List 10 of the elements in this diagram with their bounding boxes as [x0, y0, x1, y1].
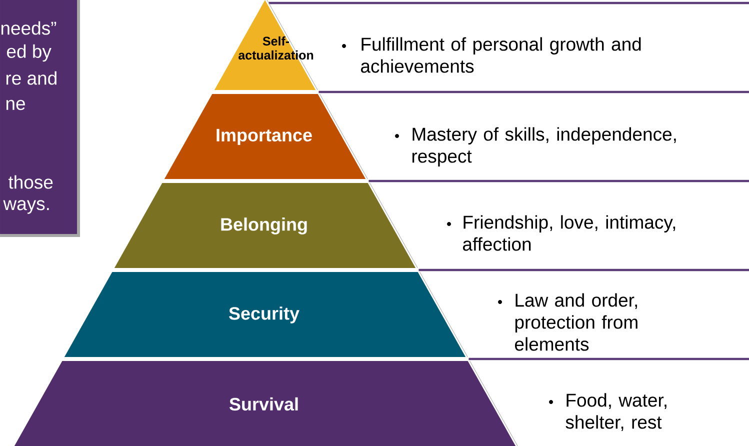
pyramid-band: Belonging: [114, 182, 418, 268]
bullet-item: Friendship, love, intimacy, affection: [447, 215, 676, 251]
bullet-item: Fulfillment of personal growth and achievements: [342, 37, 641, 73]
pyramid-band: Security: [64, 272, 468, 358]
pyramid-band: Importance: [164, 94, 368, 180]
bullet-item: Food, water, shelter, rest: [549, 393, 666, 431]
pyramid-band: Survival: [14, 360, 518, 446]
text-box: needs” ed by re and ne those ways.: [0, 0, 80, 237]
bullet-item: Mastery of skills, independence, respect: [395, 127, 676, 166]
bullet-item: Law and order, protection from elements: [498, 293, 638, 351]
